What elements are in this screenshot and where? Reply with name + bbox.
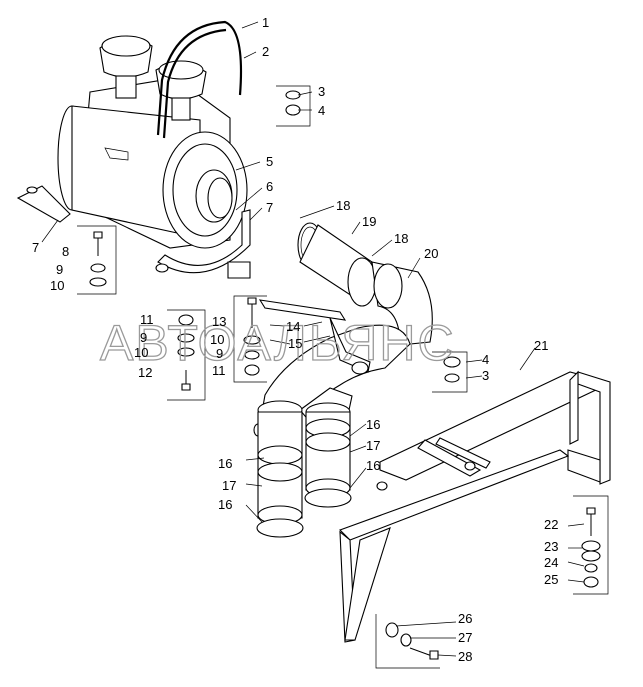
callout-16: 16	[366, 417, 380, 432]
callout-21: 21	[534, 338, 548, 353]
callout-7: 7	[32, 240, 39, 255]
pipe-bracket-14	[258, 299, 371, 375]
callout-9: 9	[140, 330, 147, 345]
callout-4: 4	[482, 352, 489, 367]
callout-3: 3	[318, 84, 325, 99]
hose-right-17	[304, 411, 352, 508]
callout-10: 10	[134, 345, 148, 360]
callout-9: 9	[56, 262, 63, 277]
callout-25: 25	[544, 572, 558, 587]
fastener-group-8-10	[77, 225, 117, 295]
fastener-group-3-4-lower	[432, 351, 468, 393]
callout-26: 26	[458, 611, 472, 626]
watermark-text: АВТОАЛЬЯНС	[100, 315, 456, 371]
callout-20: 20	[424, 246, 438, 261]
callout-5: 5	[266, 154, 273, 169]
leader-lines	[41, 21, 585, 657]
callout-17: 17	[222, 478, 236, 493]
callout-2: 2	[262, 44, 269, 59]
callout-13: 13	[212, 314, 226, 329]
intake-cap-left	[99, 35, 153, 99]
fastener-group-26-28	[375, 614, 440, 669]
callout-10: 10	[50, 278, 64, 293]
callout-10: 10	[210, 332, 224, 347]
callout-16: 16	[366, 458, 380, 473]
callout-22: 22	[544, 517, 558, 532]
callout-17: 17	[366, 438, 380, 453]
callout-1: 1	[262, 15, 269, 30]
callout-7: 7	[266, 200, 273, 215]
callout-27: 27	[458, 630, 472, 645]
fastener-group-22-25	[573, 495, 609, 595]
support-frame-21	[339, 370, 611, 643]
callout-14: 14	[286, 319, 300, 334]
callout-19: 19	[362, 214, 376, 229]
callout-labels: 1 2 3 4 5 6 7 7 8 9 10 11 9 10 12 13 10 …	[32, 15, 558, 664]
elbow-pipe-20	[371, 261, 433, 346]
callout-6: 6	[266, 179, 273, 194]
callout-12: 12	[138, 365, 152, 380]
fastener-group-11-12	[167, 309, 206, 401]
hose-left-17	[256, 411, 304, 538]
clamp-ring-18-lower	[347, 257, 377, 307]
callout-8: 8	[62, 244, 69, 259]
fastener-group-3-4-upper	[276, 85, 311, 127]
callout-9: 9	[216, 346, 223, 361]
support-bracket-left	[16, 185, 71, 223]
callout-28: 28	[458, 649, 472, 664]
air-cleaner-housing	[57, 77, 248, 249]
callout-18: 18	[394, 231, 408, 246]
callout-11: 11	[212, 363, 226, 378]
callout-11: 11	[140, 312, 154, 327]
callout-4: 4	[318, 103, 325, 118]
callout-24: 24	[544, 555, 558, 570]
clamp-strap	[156, 20, 243, 139]
callout-16: 16	[218, 456, 232, 471]
callout-16: 16	[218, 497, 232, 512]
callout-3: 3	[482, 368, 489, 383]
callout-18: 18	[336, 198, 350, 213]
callout-15: 15	[288, 336, 302, 351]
fastener-group-13-11	[233, 295, 267, 383]
callout-23: 23	[544, 539, 558, 554]
mounting-bracket	[155, 209, 251, 279]
